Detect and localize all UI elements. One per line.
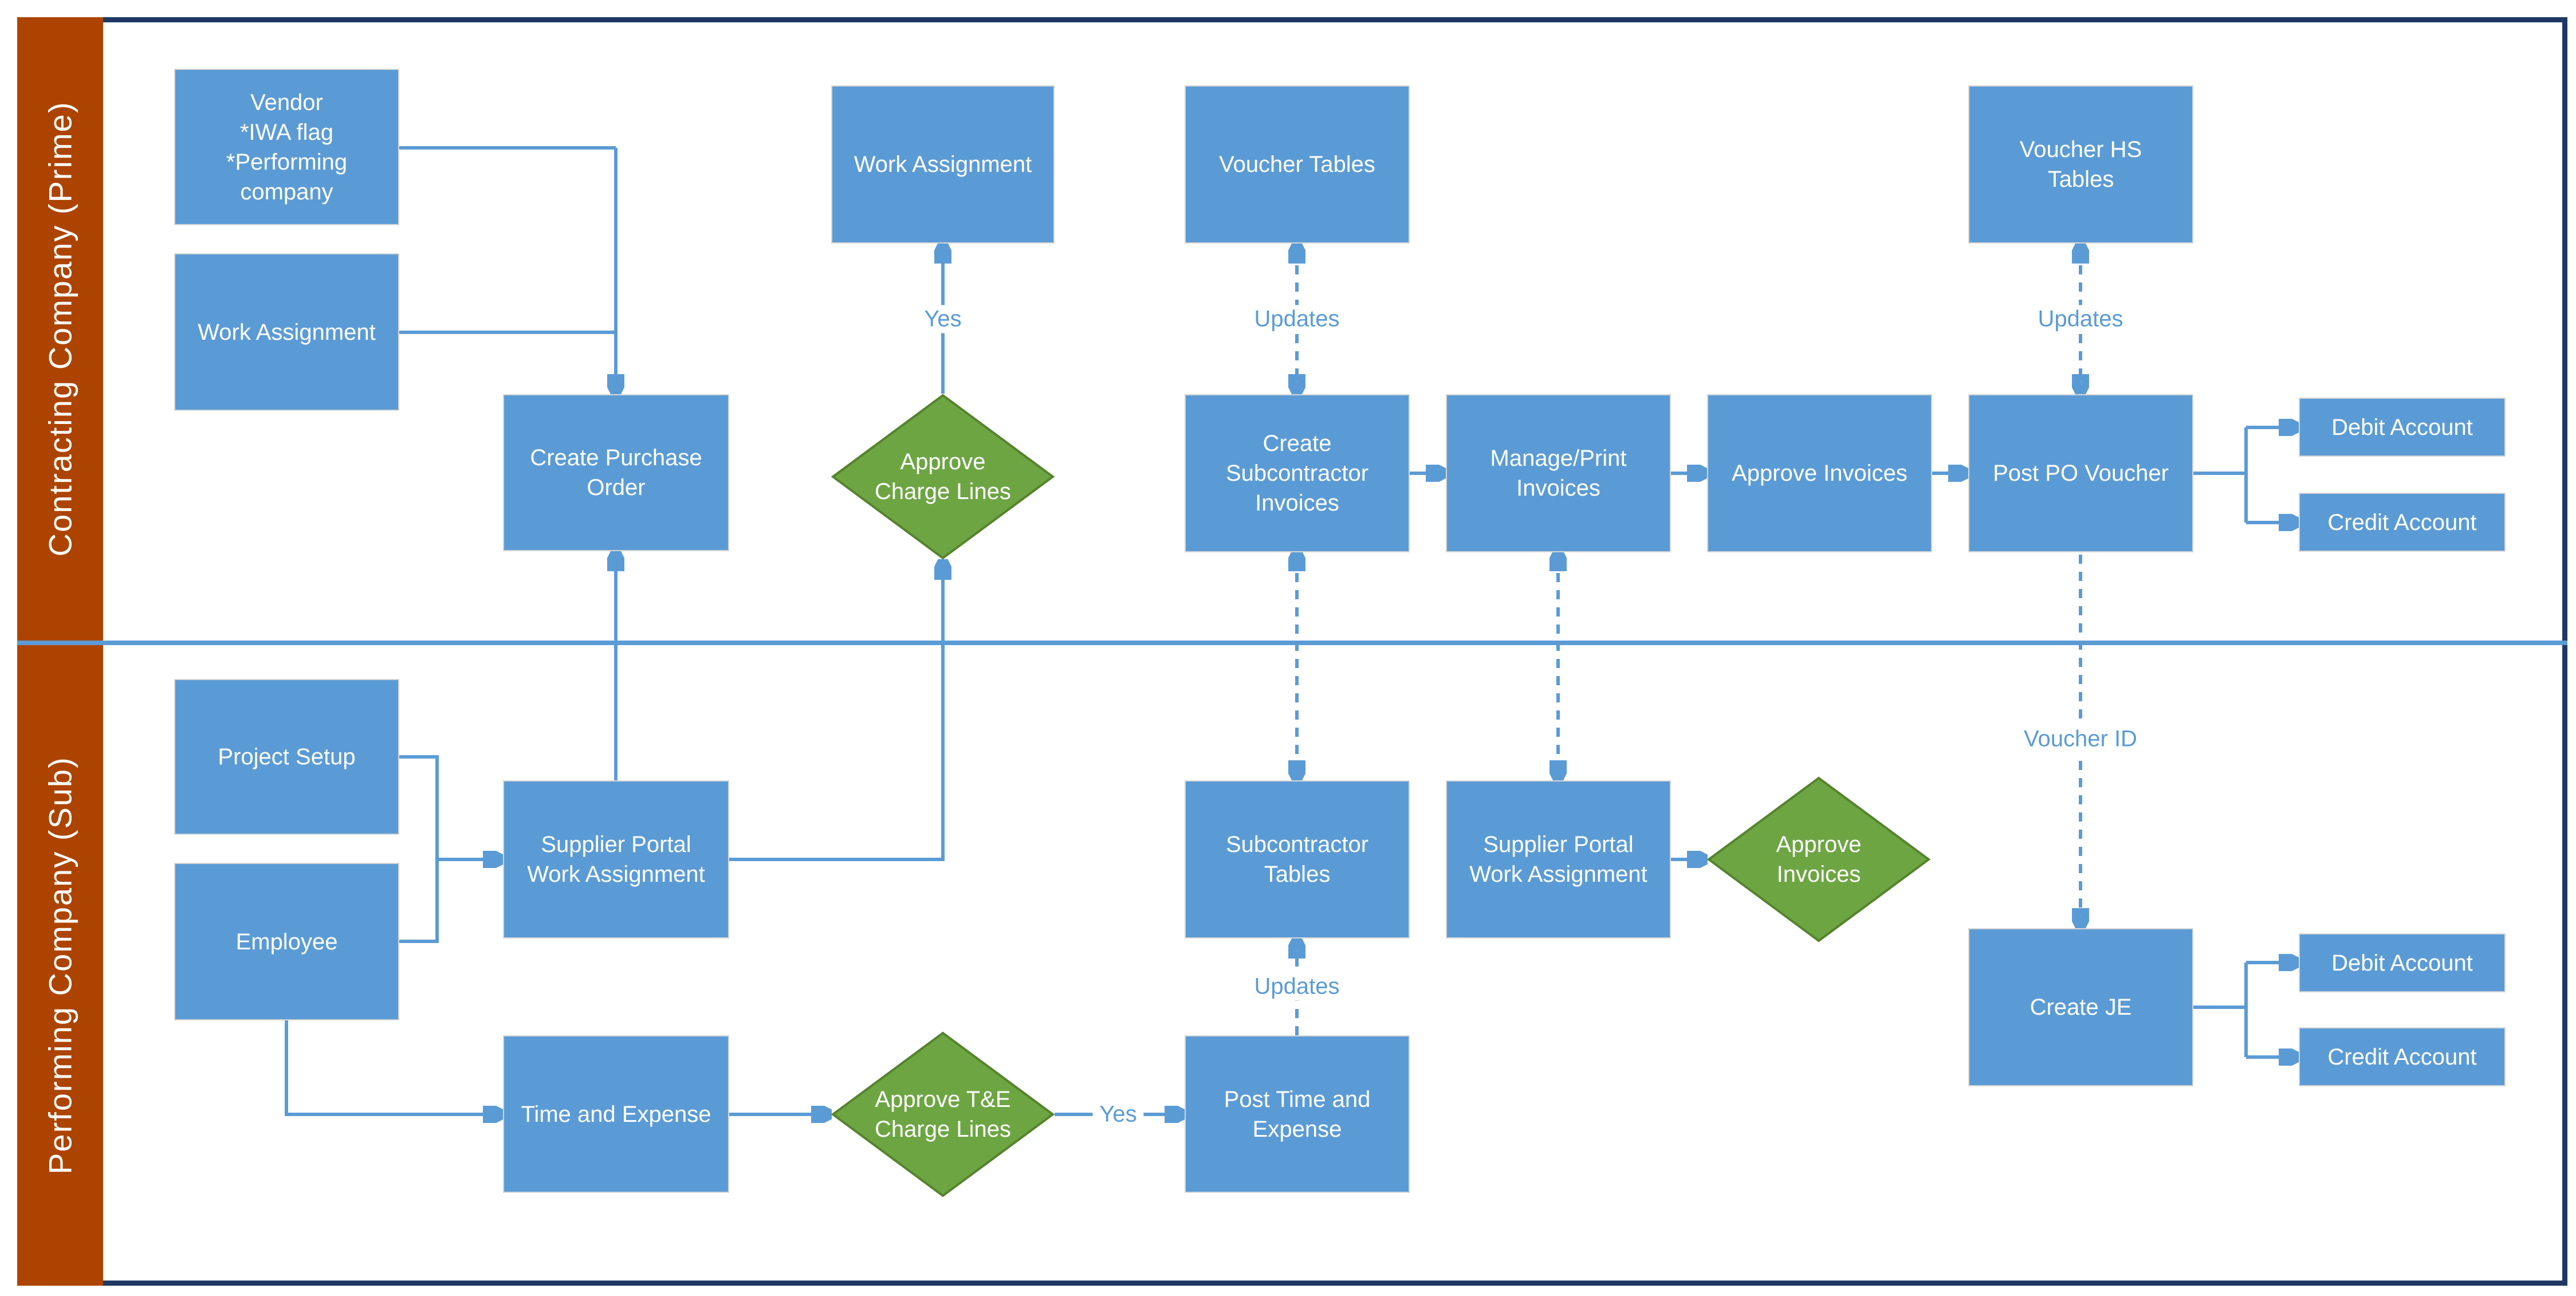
edge-label-updates-voucher-tables: Updates — [1247, 305, 1347, 333]
node-work-assignment-top-label: Work Assignment — [854, 152, 1032, 177]
edge-label-updates-voucher-hs: Updates — [2031, 305, 2130, 333]
node-supplier-portal-wa-right-label: Supplier Portal Work Assignment — [1469, 832, 1647, 887]
node-voucher-hs-tables-label: Voucher HS Tables — [2019, 137, 2142, 192]
node-post-time-and-expense: Post Time and Expense — [1185, 1035, 1410, 1193]
node-credit-account-bottom-label: Credit Account — [2327, 1044, 2477, 1070]
node-debit-account-bottom: Debit Account — [2299, 933, 2506, 992]
node-debit-account-top: Debit Account — [2299, 398, 2506, 457]
node-voucher-tables-label: Voucher Tables — [1219, 152, 1375, 177]
node-create-je: Create JE — [1968, 928, 2193, 1086]
node-work-assignment-top: Work Assignment — [831, 85, 1055, 244]
approve-te-charge-lines-diamond-shape — [831, 1031, 1055, 1197]
edge-label-yes-bottom: Yes — [1092, 1100, 1144, 1129]
node-work-assignment-left: Work Assignment — [174, 253, 399, 411]
node-credit-account-bottom: Credit Account — [2299, 1027, 2506, 1086]
node-approve-invoices-box: Approve Invoices — [1707, 394, 1932, 552]
node-credit-account-top: Credit Account — [2299, 493, 2506, 552]
node-approve-te-charge-lines: Approve T&E Charge Lines — [831, 1031, 1055, 1197]
node-approve-charge-lines-label: Approve Charge Lines — [875, 449, 1011, 504]
node-supplier-portal-wa-left: Supplier Portal Work Assignment — [503, 780, 729, 938]
node-voucher-tables: Voucher Tables — [1185, 85, 1410, 244]
edge-label-voucher-id: Voucher ID — [2017, 725, 2144, 753]
diagram-frame — [17, 17, 2567, 1286]
node-manage-print-invoices-label: Manage/Print Invoices — [1490, 446, 1627, 501]
lane-label-performing-company-sub: Performing Company (Sub) — [42, 756, 78, 1175]
node-debit-account-top-label: Debit Account — [2331, 414, 2473, 440]
node-create-je-label: Create JE — [2030, 995, 2132, 1020]
node-time-and-expense: Time and Expense — [503, 1035, 729, 1193]
swimlane-divider — [17, 641, 2567, 645]
node-post-time-and-expense-label: Post Time and Expense — [1224, 1086, 1371, 1142]
node-approve-invoices-diamond: Approve Invoices — [1707, 776, 1930, 942]
node-manage-print-invoices: Manage/Print Invoices — [1446, 394, 1671, 552]
node-credit-account-top-label: Credit Account — [2327, 509, 2477, 535]
node-project-setup-label: Project Setup — [218, 744, 356, 769]
node-post-po-voucher-label: Post PO Voucher — [1993, 461, 2169, 486]
node-approve-invoices-diamond-label: Approve Invoices — [1776, 832, 1862, 887]
node-create-subcontractor-invoices-label: Create Subcontractor Invoices — [1225, 431, 1369, 516]
node-employee-label: Employee — [235, 929, 338, 955]
node-vendor: Vendor *IWA flag *Performing company — [174, 69, 399, 225]
node-post-po-voucher: Post PO Voucher — [1968, 394, 2193, 552]
node-work-assignment-left-label: Work Assignment — [198, 319, 376, 345]
swimlane-header-bar — [17, 17, 103, 1286]
lane-label-contracting-company-prime: Contracting Company (Prime) — [42, 101, 78, 557]
node-employee: Employee — [174, 863, 399, 1020]
node-approve-charge-lines: Approve Charge Lines — [831, 394, 1055, 560]
approve-invoices-diamond-shape — [1707, 776, 1930, 942]
node-subcontractor-tables-label: Subcontractor Tables — [1225, 832, 1369, 887]
edge-label-updates-subcontractor: Updates — [1247, 972, 1347, 1001]
node-create-subcontractor-invoices: Create Subcontractor Invoices — [1185, 394, 1410, 552]
node-create-purchase-order-label: Create Purchase Order — [530, 445, 702, 500]
edge-label-yes-top: Yes — [917, 305, 969, 333]
node-project-setup: Project Setup — [174, 679, 399, 835]
node-supplier-portal-wa-left-label: Supplier Portal Work Assignment — [527, 832, 705, 887]
node-approve-te-charge-lines-label: Approve T&E Charge Lines — [875, 1087, 1011, 1142]
node-subcontractor-tables: Subcontractor Tables — [1185, 780, 1410, 938]
node-approve-invoices-box-label: Approve Invoices — [1732, 461, 1908, 486]
node-supplier-portal-wa-right: Supplier Portal Work Assignment — [1446, 780, 1671, 938]
node-debit-account-bottom-label: Debit Account — [2331, 950, 2473, 976]
node-create-purchase-order: Create Purchase Order — [503, 394, 729, 551]
approve-charge-lines-diamond-shape — [831, 394, 1055, 560]
node-vendor-label: Vendor *IWA flag *Performing company — [226, 89, 348, 205]
node-voucher-hs-tables: Voucher HS Tables — [1968, 85, 2193, 244]
node-time-and-expense-label: Time and Expense — [521, 1101, 711, 1127]
